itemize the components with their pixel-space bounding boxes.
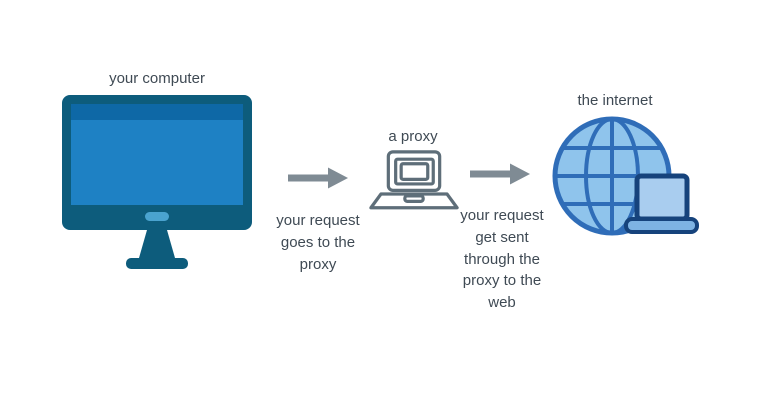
proxy-label: a proxy [388,128,438,145]
caption-request-through-proxy: your request get sent through the proxy … [460,207,544,311]
internet-laptop-icon [624,173,699,234]
desktop-monitor-icon [62,95,252,271]
internet-label: the internet [577,92,653,109]
laptop-outline-icon [368,150,460,216]
caption-request-to-proxy: your request goes to the proxy [276,212,360,273]
arrow-right-icon [288,166,348,190]
computer-label: your computer [109,70,205,87]
globe-with-laptop-icon [550,112,702,252]
arrow-right-icon [470,162,530,186]
